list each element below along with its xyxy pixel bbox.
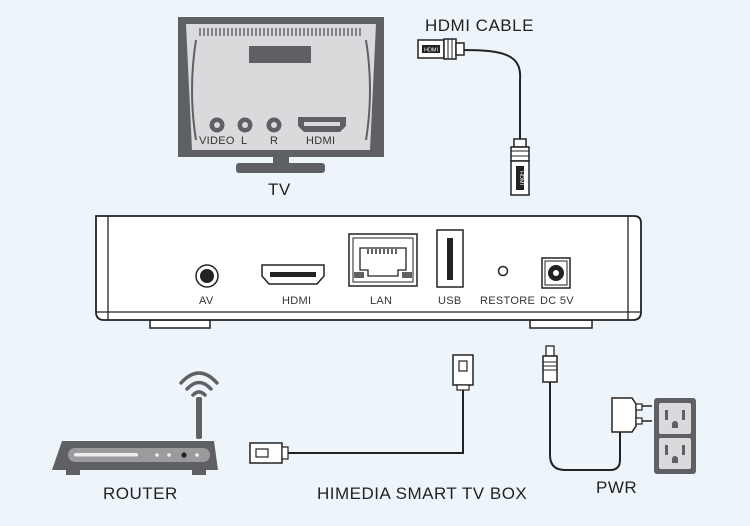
hdmi-cable-wire	[461, 49, 522, 140]
wall-outlet	[654, 398, 696, 474]
router-antenna	[196, 397, 202, 439]
box-port-lan-label: LAN	[370, 295, 393, 307]
tv-stand-neck	[273, 157, 289, 163]
box-port-av-label: AV	[199, 295, 214, 307]
tv-box-label: HIMEDIA SMART TV BOX	[317, 484, 528, 503]
power-adapter	[611, 397, 637, 433]
power-label: PWR	[596, 478, 638, 497]
tv-rca-jacks	[209, 117, 282, 133]
lan-cable	[249, 354, 474, 464]
hdmi-cable-label: HDMI CABLE	[425, 16, 534, 35]
tv-vents-top	[199, 28, 361, 36]
box-port-usb-label: USB	[438, 295, 462, 307]
power-plug-tip	[545, 345, 555, 357]
hdmi-plug-bottom	[513, 138, 527, 148]
tv-port-l-label: L	[241, 135, 248, 147]
outlet-socket-top	[659, 403, 691, 434]
tv-port-hdmi-label: HDMI	[306, 135, 336, 147]
box-foot-right	[529, 319, 593, 329]
tv-port-video-label: VIDEO	[199, 135, 235, 147]
outlet-socket-bottom	[659, 438, 691, 469]
tv	[178, 17, 384, 173]
tv-side-curve-left	[191, 39, 197, 141]
box-port-dc-label: DC 5V	[540, 295, 574, 307]
lan-cable-wire	[287, 388, 464, 454]
hdmi-cable: HDMI HDMI	[417, 38, 530, 196]
tv-label-plate	[249, 46, 311, 63]
box-foot-left	[149, 319, 211, 329]
router-label: ROUTER	[103, 484, 178, 503]
svg-text:HDMI: HDMI	[518, 171, 524, 186]
box-restore-button	[497, 265, 509, 277]
box-port-hdmi-label: HDMI	[282, 295, 312, 307]
tv-side-curve-right	[365, 39, 371, 141]
tv-stand-base	[236, 163, 325, 173]
power-cable-wire	[549, 380, 621, 471]
box-port-restore-label: RESTORE	[480, 295, 536, 307]
router	[52, 371, 219, 475]
tv-port-r-label: R	[270, 135, 279, 147]
wifi-icon	[179, 371, 219, 397]
svg-text:HDMI: HDMI	[424, 48, 439, 54]
tv-label: TV	[268, 180, 291, 199]
power-cable	[542, 345, 652, 471]
tv-box	[95, 215, 642, 329]
power-plug	[542, 355, 558, 383]
